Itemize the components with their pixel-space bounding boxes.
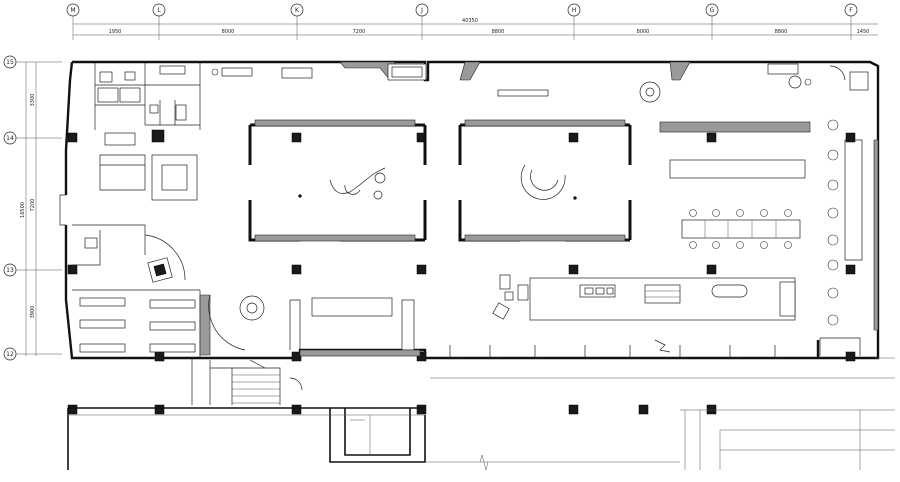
adjacent-structure bbox=[430, 357, 895, 470]
grid-axis-J-label: J bbox=[420, 7, 423, 14]
grid-axis-14-label: 14 bbox=[6, 135, 14, 142]
column-K14 bbox=[291, 132, 302, 143]
grid-axis-K: K bbox=[290, 3, 304, 40]
grid-axis-15-label: 15 bbox=[6, 59, 14, 66]
dim-K-J: 7200 bbox=[353, 29, 366, 35]
column-H11 bbox=[568, 404, 579, 415]
grid-axis-L-label: L bbox=[157, 7, 161, 14]
dim-14-13: 7200 bbox=[30, 199, 36, 212]
column-H14 bbox=[568, 132, 579, 143]
top-dimensions: 40350 1950 8000 7200 8800 8000 8800 1450 bbox=[73, 18, 878, 36]
column-K12 bbox=[291, 351, 302, 362]
lower-annex bbox=[67, 358, 680, 471]
grid-axis-12: 12 bbox=[3, 347, 62, 361]
exterior-walls bbox=[59, 60, 880, 360]
grid-axis-15: 15 bbox=[3, 55, 62, 69]
top-grid-axes: M L K J H G F bbox=[66, 3, 858, 40]
overall-height-dim: 16500 bbox=[20, 202, 26, 218]
grid-axis-L: L bbox=[152, 3, 166, 40]
column-L14 bbox=[151, 129, 165, 143]
dim-M-L: 1950 bbox=[109, 29, 122, 35]
column-L11 bbox=[154, 404, 165, 415]
column-M14 bbox=[67, 132, 78, 143]
grid-axis-13-label: 13 bbox=[6, 267, 14, 274]
dim-L-K: 8000 bbox=[222, 29, 235, 35]
column-G11a bbox=[638, 404, 649, 415]
top-strip-furniture bbox=[159, 61, 869, 103]
column-J11 bbox=[416, 404, 427, 415]
display-enclosure-left bbox=[248, 119, 427, 242]
grid-axis-M: M bbox=[66, 3, 80, 40]
left-grid-axes: 15 14 13 12 bbox=[3, 55, 62, 361]
column-F14 bbox=[845, 132, 856, 143]
south-facade bbox=[299, 339, 785, 359]
column-K13 bbox=[291, 264, 302, 275]
structural-columns bbox=[67, 129, 856, 415]
column-L12 bbox=[154, 351, 165, 362]
grid-axis-H-label: H bbox=[572, 7, 577, 14]
grid-axis-F-label: F bbox=[849, 7, 853, 14]
back-of-house-rooms bbox=[72, 62, 246, 358]
column-H13 bbox=[568, 264, 579, 275]
grid-axis-M-label: M bbox=[70, 7, 75, 14]
grid-axis-F: F bbox=[844, 3, 858, 40]
column-F12 bbox=[845, 351, 856, 362]
lower-displays bbox=[239, 274, 796, 351]
dim-H-G: 8000 bbox=[637, 29, 650, 35]
grid-axis-13: 13 bbox=[3, 263, 62, 277]
dim-13-12: 3900 bbox=[30, 306, 36, 319]
left-dimensions: 16500 3300 7200 3900 bbox=[20, 62, 37, 356]
column-M11 bbox=[67, 404, 78, 415]
right-showroom bbox=[659, 119, 863, 356]
grid-axis-14: 14 bbox=[3, 131, 62, 145]
overall-width-dim: 40350 bbox=[462, 18, 478, 24]
grid-axis-J: J bbox=[415, 3, 429, 40]
column-J12 bbox=[416, 351, 427, 362]
display-enclosure-right bbox=[458, 119, 632, 242]
dim-J-H: 8800 bbox=[492, 29, 505, 35]
dim-G-F: 8800 bbox=[775, 29, 788, 35]
dim-F-end: 1450 bbox=[857, 29, 870, 35]
column-G13 bbox=[706, 264, 717, 275]
column-G11 bbox=[706, 404, 717, 415]
grid-axis-H: H bbox=[567, 3, 581, 40]
dim-15-14: 3300 bbox=[30, 94, 36, 107]
grid-axis-12-label: 12 bbox=[6, 351, 14, 358]
column-G14 bbox=[706, 132, 717, 143]
grid-axis-K-label: K bbox=[295, 7, 300, 14]
column-K11 bbox=[291, 404, 302, 415]
grid-axis-G-label: G bbox=[710, 7, 715, 14]
column-M13 bbox=[67, 264, 78, 275]
column-J13 bbox=[416, 264, 427, 275]
grid-axis-G: G bbox=[705, 3, 719, 40]
column-F13 bbox=[845, 264, 856, 275]
